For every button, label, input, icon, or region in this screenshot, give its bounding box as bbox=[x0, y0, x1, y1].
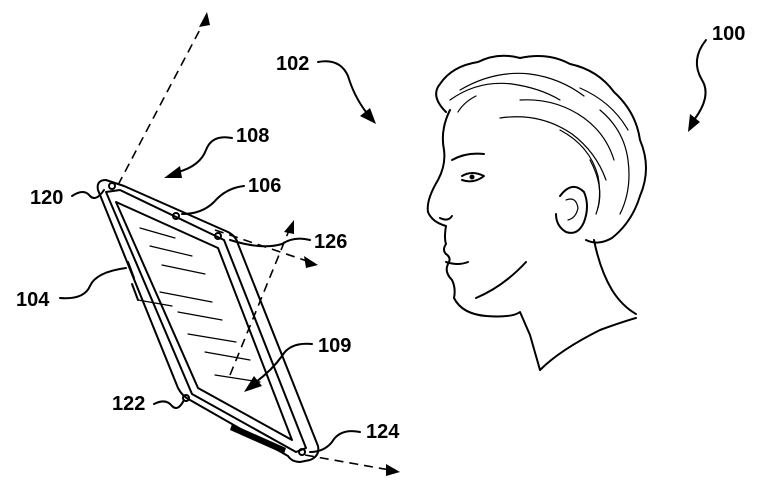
label-106: 106 bbox=[248, 175, 281, 197]
sensor-124 bbox=[298, 448, 306, 456]
user-head bbox=[426, 54, 647, 371]
arrow-108 bbox=[164, 166, 182, 178]
leader-100 bbox=[693, 39, 707, 121]
hair-strands bbox=[449, 72, 630, 215]
label-126: 126 bbox=[314, 231, 347, 253]
mouth bbox=[445, 261, 469, 265]
ray-bottom bbox=[304, 454, 391, 471]
device-bezel bbox=[105, 189, 307, 453]
label-100: 100 bbox=[712, 23, 745, 45]
label-109: 109 bbox=[318, 335, 351, 357]
sensor-106 bbox=[172, 212, 180, 220]
sensing-rays bbox=[117, 12, 400, 476]
arrow-102 bbox=[360, 108, 376, 124]
ray-upper-arrowhead bbox=[199, 12, 210, 27]
ray-bottom-arrowhead bbox=[386, 464, 400, 476]
speaker-grille bbox=[230, 424, 286, 454]
sensor-120 bbox=[108, 182, 116, 190]
device-screen bbox=[115, 201, 293, 441]
eyebrow bbox=[451, 152, 485, 161]
arrow-100 bbox=[688, 114, 700, 132]
face-profile bbox=[426, 109, 541, 371]
label-108: 108 bbox=[236, 125, 269, 147]
eye-pupil bbox=[469, 174, 475, 180]
label-122: 122 bbox=[112, 393, 145, 415]
ray-right-arrowhead bbox=[304, 256, 318, 268]
label-120: 120 bbox=[30, 187, 63, 209]
nostril bbox=[439, 215, 453, 221]
leader-106 bbox=[181, 185, 245, 215]
jaw-line bbox=[475, 261, 527, 299]
leader-109 bbox=[255, 342, 313, 383]
arrow-109 bbox=[244, 376, 262, 392]
leader-126 bbox=[229, 237, 311, 248]
leader-122 bbox=[153, 399, 185, 409]
reference-numerals: 100 102 108 106 120 126 104 109 122 124 bbox=[16, 23, 745, 443]
hair-outline bbox=[435, 54, 647, 244]
ray-upper bbox=[117, 19, 206, 186]
ear-inner bbox=[565, 198, 579, 221]
sensor-122 bbox=[182, 394, 190, 402]
neck-back bbox=[593, 239, 637, 315]
eye bbox=[461, 172, 485, 183]
side-buttons bbox=[127, 261, 139, 301]
leader-108 bbox=[177, 136, 233, 173]
ray-screen-arrowhead bbox=[284, 220, 294, 234]
label-102: 102 bbox=[276, 53, 309, 75]
leader-124 bbox=[309, 430, 361, 453]
leader-102 bbox=[317, 60, 367, 113]
shoulder bbox=[539, 317, 637, 371]
tablet-device bbox=[96, 179, 320, 463]
label-124: 124 bbox=[366, 421, 400, 443]
ear bbox=[555, 185, 588, 234]
leader-lines bbox=[59, 39, 707, 453]
screen-reflection bbox=[137, 227, 261, 383]
label-104: 104 bbox=[16, 289, 50, 311]
leader-104 bbox=[59, 267, 127, 300]
sensor-126 bbox=[214, 232, 222, 240]
leader-120 bbox=[71, 189, 105, 199]
